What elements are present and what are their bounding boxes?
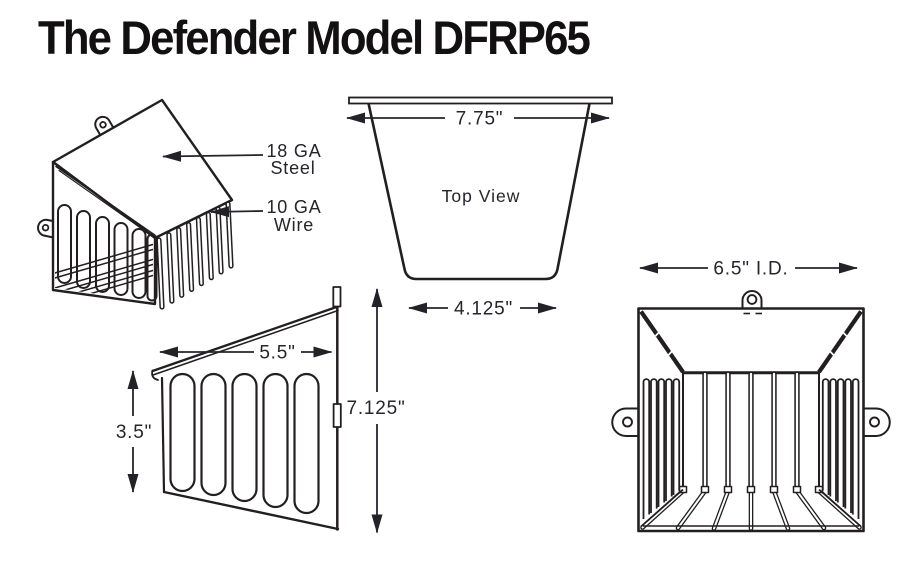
dim-label-back-height: 7.125" — [346, 398, 405, 419]
tab-hole — [869, 416, 880, 428]
cluster-envelope — [640, 488, 684, 528]
slot-loop — [836, 378, 845, 507]
slot-loop — [829, 378, 837, 501]
dim-label-top-width: 7.75" — [456, 109, 504, 130]
dim-label-front-height: 3.5" — [116, 422, 152, 443]
dim-label-inner-diameter: 6.5" I.D. — [713, 259, 788, 280]
tab-hole — [99, 121, 107, 129]
mounting-tab-right — [863, 407, 891, 437]
edge-tab-top — [332, 286, 342, 308]
slot-loop — [650, 378, 658, 513]
callout-steel-line2: Steel — [270, 158, 315, 178]
dim-label-side-width: 5.5" — [259, 343, 295, 364]
callout-arrow-steel — [162, 150, 264, 162]
slot-loop — [821, 378, 830, 495]
cluster-envelope — [818, 488, 862, 528]
slot-loop — [672, 378, 681, 495]
slot — [57, 204, 72, 284]
callout-wire-line1: 10 GA — [266, 197, 321, 217]
slot — [95, 216, 110, 293]
slot-loop — [657, 378, 666, 507]
slot — [293, 372, 320, 515]
edge-tab-mid — [332, 403, 342, 428]
side-slots — [169, 372, 320, 515]
slot-loop — [851, 378, 860, 519]
slot-loop — [642, 378, 651, 519]
mounting-tab-left — [611, 407, 639, 437]
isometric-view — [37, 98, 234, 310]
front-view — [611, 262, 891, 533]
hood-diagonal-right — [817, 310, 863, 374]
slot — [169, 372, 196, 493]
slot-loop — [665, 378, 673, 501]
hood-diagonal-left — [639, 310, 685, 374]
dim-label-bottom-width: 4.125" — [454, 299, 513, 320]
flange-bar — [348, 96, 613, 105]
left-slot-cluster — [640, 378, 684, 528]
slot-loop — [844, 378, 852, 513]
slot — [131, 228, 147, 299]
top-view-label: Top View — [442, 186, 521, 206]
slot — [113, 222, 129, 296]
diagonal-highlights — [654, 328, 848, 356]
wire-feet — [678, 485, 824, 494]
left-slotted-panel — [51, 160, 157, 306]
top-view-outline — [366, 99, 592, 281]
bottom-edge — [162, 490, 340, 531]
top-view — [346, 96, 613, 314]
callout-arrow-wire — [210, 206, 264, 218]
slot — [76, 210, 91, 289]
tab-hole — [622, 416, 633, 428]
side-view — [127, 286, 383, 534]
flange-hook — [151, 369, 159, 381]
mounting-tab-left — [37, 218, 57, 239]
slot — [262, 372, 289, 509]
callout-wire-line2: Wire — [274, 215, 314, 235]
mounting-tab-top — [741, 290, 763, 309]
front-wire-bars-highlight — [157, 202, 233, 309]
front-wires-highlight — [703, 372, 799, 490]
slot — [231, 372, 258, 503]
slot — [200, 372, 227, 497]
left-edge — [160, 376, 166, 494]
tab-hole — [41, 223, 50, 232]
panel-slots — [57, 204, 158, 302]
sloped-top-edge — [151, 305, 340, 373]
isometric-callouts — [162, 150, 264, 218]
roof-ridge-edge — [58, 169, 155, 238]
page-title: The Defender Model DFRP65 — [38, 11, 591, 64]
slot — [146, 233, 158, 302]
tab-hole — [746, 294, 758, 305]
right-slot-cluster — [818, 378, 862, 528]
callout-steel-line1: 18 GA — [266, 141, 321, 161]
roof-ridge-edge — [55, 165, 155, 236]
sloped-top-edge-inner — [152, 309, 339, 376]
bottom-angled-wires-highlight — [641, 490, 861, 530]
